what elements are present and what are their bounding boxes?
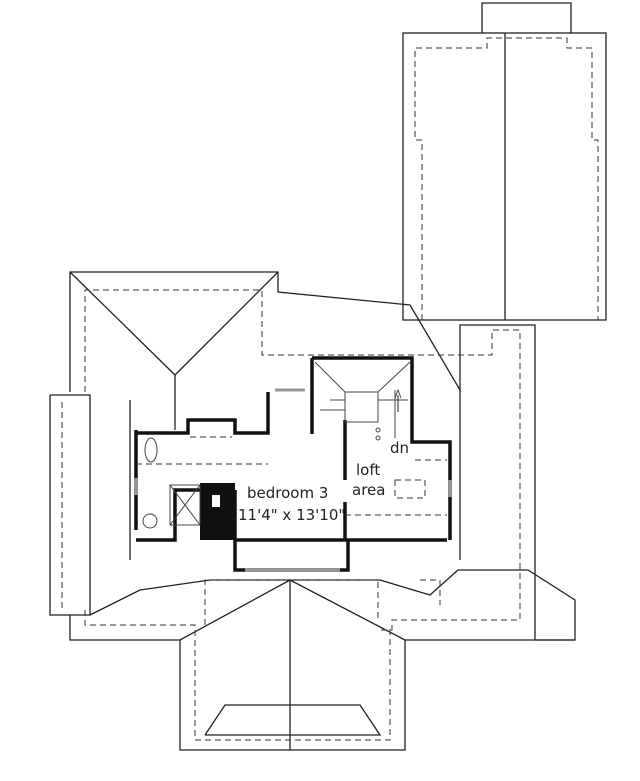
main-roof: [49, 271, 576, 751]
room-name-line2: area: [352, 481, 386, 499]
fixtures: [136, 436, 447, 529]
windows: [134, 388, 452, 572]
room-loft-area: loft area: [352, 460, 385, 500]
stair-down-label: dn: [390, 439, 410, 457]
chimney: [200, 483, 235, 540]
shower: [169, 484, 201, 526]
room-bedroom-3: bedroom 3: [247, 485, 328, 502]
staircase: [314, 361, 411, 441]
toilet: [144, 437, 158, 463]
garage-roof: [402, 2, 607, 321]
room-name: bedroom 3: [247, 484, 329, 502]
room-name: loft: [356, 461, 381, 479]
sink: [142, 513, 158, 529]
room-bedroom-3-dimensions: 11'4" x 13'10": [238, 506, 346, 524]
